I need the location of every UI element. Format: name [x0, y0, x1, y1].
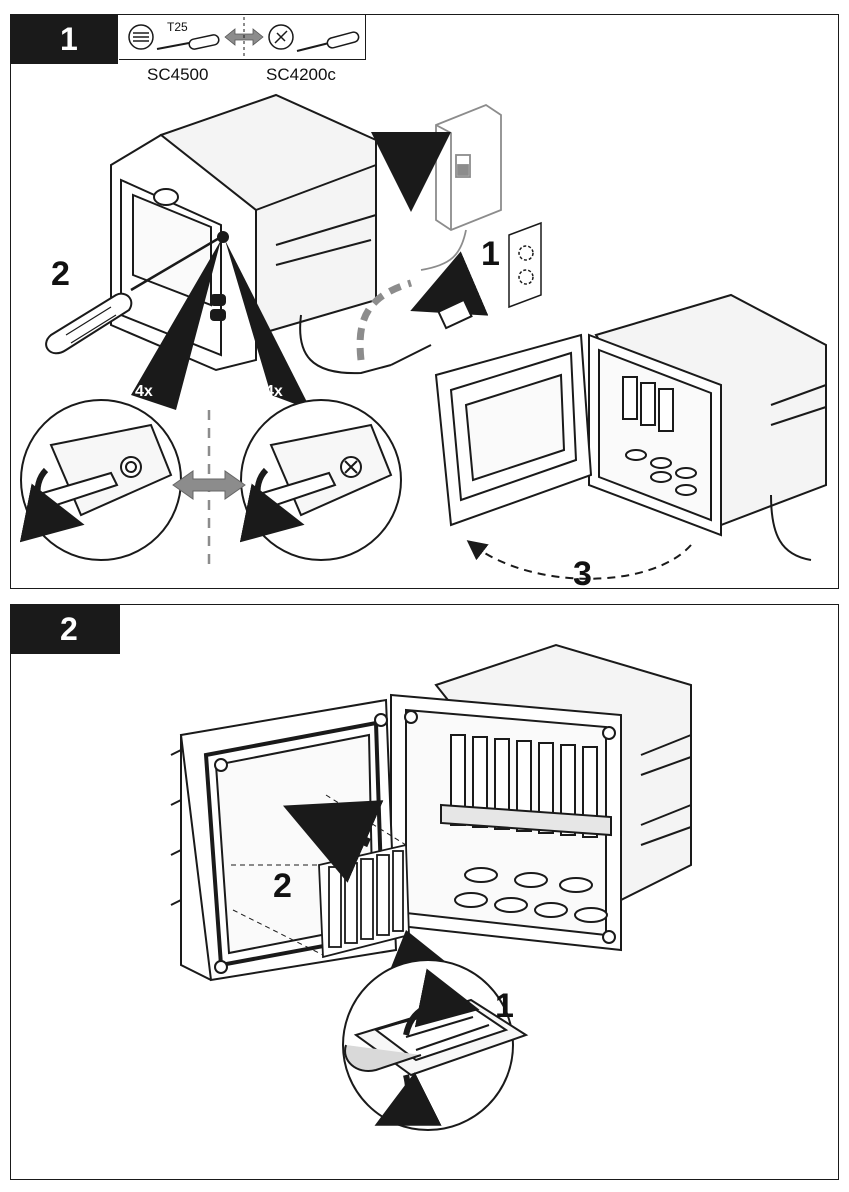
- model-label-sc4200c: SC4200c: [266, 65, 336, 84]
- callout-screwdriver: 2: [51, 255, 70, 293]
- callout-unplug: 1: [481, 235, 500, 273]
- torx-screwdriver-icon: [156, 34, 220, 50]
- step-2-number: 2: [10, 604, 120, 654]
- quantity-left-label: 4x: [135, 383, 153, 400]
- insert-arrow-icon: [282, 800, 384, 883]
- callout-insert: 2: [273, 867, 292, 905]
- peel-detail-zoom: [342, 959, 529, 1131]
- unplug-arrow-icon: [410, 251, 489, 316]
- phillips-bit-icon: [268, 24, 294, 50]
- step-1-panel: 1: [10, 14, 839, 590]
- screwdriver-tools-icon: T25: [128, 17, 360, 59]
- torx-size-label: T25: [167, 20, 188, 34]
- phillips-screwdriver-icon: [296, 31, 360, 52]
- callout-open-door: 3: [573, 555, 592, 590]
- swap-arrow-large-icon: [172, 470, 246, 500]
- model-label-sc4500: SC4500: [147, 65, 209, 84]
- step-1-illustration: 2 1: [19, 93, 827, 590]
- zoom-detail-right: [239, 399, 402, 561]
- controller-open-drawing: [434, 293, 827, 561]
- step-2-illustration: 2 1: [170, 643, 692, 1131]
- zoom-ray-right: [225, 240, 311, 410]
- quantity-right-label: 4x: [265, 383, 283, 400]
- screwdriver-drawing: [45, 235, 222, 355]
- zoom-detail-left: [19, 399, 182, 561]
- controller-housing-drawing: [390, 643, 692, 952]
- wall-outlet-drawing: [508, 221, 542, 309]
- step-1-number: 1: [10, 14, 118, 64]
- callout-peel: 1: [495, 987, 514, 1025]
- torx-bit-icon: [128, 24, 154, 50]
- zoom-ray-left: [131, 240, 221, 410]
- power-cord-drawing: [356, 279, 473, 366]
- power-switch-drawing: [420, 103, 502, 271]
- tool-requirement-box: T25: [119, 14, 366, 60]
- step-2-panel: 2: [10, 604, 839, 1180]
- controller-closed-drawing: [110, 93, 392, 375]
